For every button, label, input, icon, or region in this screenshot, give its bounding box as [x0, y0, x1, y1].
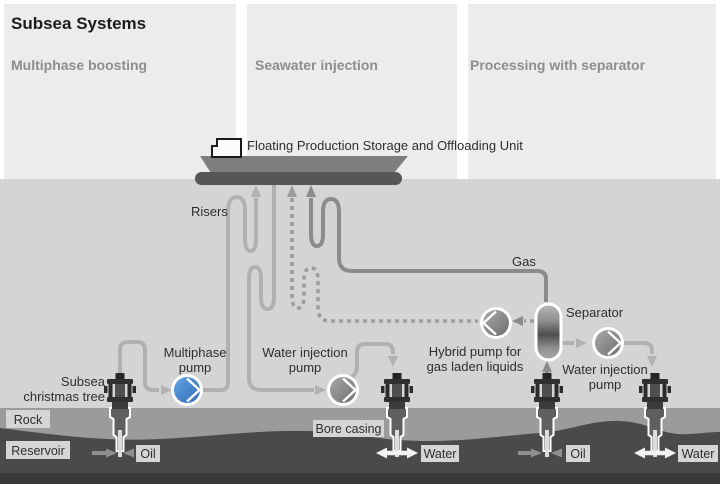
pump-impeller-icon — [186, 377, 202, 403]
water-injection-pump-right — [592, 327, 624, 359]
water-label-right: Water — [678, 445, 718, 462]
water-outflow-tree4 — [634, 447, 676, 459]
water-label-text: Water — [682, 447, 715, 461]
oil-label-left: Oil — [136, 445, 160, 462]
well-flow-arrows — [92, 447, 676, 459]
separator-vessel — [534, 302, 563, 362]
multiphase-pump-label-line1: Multiphase — [164, 345, 227, 360]
arrow-riser-gas-up — [306, 185, 316, 197]
gas-label: Gas — [512, 254, 536, 269]
section-multiphase-boosting: Multiphase boosting — [11, 57, 147, 73]
basement-layer — [0, 473, 720, 484]
panel-seawater-injection — [247, 4, 457, 179]
arrow-into-tree2 — [388, 356, 398, 367]
pump-body — [595, 330, 621, 356]
reservoir-label: Reservoir — [6, 441, 70, 459]
arrow-into-water-injection-pump-right — [576, 338, 587, 348]
arrow-into-separator — [542, 361, 552, 372]
chip-labels: Rock Reservoir Bore casing Oil Water Oil… — [6, 410, 718, 462]
hybrid-pump — [480, 307, 512, 339]
pipe-pump-to-tree4 — [621, 341, 654, 354]
pump-impeller-icon — [481, 310, 497, 336]
pump-body — [483, 310, 509, 336]
separator-label: Separator — [566, 305, 624, 320]
oil-inflow-tree1 — [92, 448, 134, 458]
arrow-riser-production-up — [251, 185, 261, 197]
ship-keel — [195, 172, 402, 185]
riser-gas — [309, 197, 548, 302]
subsea-tree-label-line2: christmas tree — [23, 389, 105, 404]
pipe-tree1-to-multiphase-pump — [118, 340, 159, 392]
section-seawater-injection: Seawater injection — [255, 57, 378, 73]
water-injection-pump-left-label-line2: pump — [289, 360, 322, 375]
hybrid-pump-label-line1: Hybrid pump for — [429, 344, 522, 359]
page-title: Subsea Systems — [11, 14, 146, 33]
oil-inflow-tree3 — [518, 448, 562, 458]
bore-casing-label: Bore casing — [313, 420, 384, 437]
riser-production — [203, 195, 258, 392]
water-injection-pump-left — [327, 374, 359, 406]
arrow-riser-dashed-up — [287, 185, 297, 197]
multiphase-pump — [171, 374, 203, 406]
ship-hull — [200, 156, 408, 173]
arrow-into-water-injection-pump-left — [315, 385, 326, 395]
oil-label-right: Oil — [566, 445, 590, 462]
pump-impeller-icon — [607, 330, 623, 356]
water-injection-pump-right-label-line2: pump — [589, 377, 622, 392]
multiphase-pump-label-line2: pump — [179, 360, 212, 375]
arrow-into-tree4 — [647, 356, 657, 367]
panel-multiphase-boosting — [4, 4, 236, 179]
water-label-text: Water — [424, 447, 457, 461]
pump-impeller-icon — [342, 377, 358, 403]
pump-body — [330, 377, 356, 403]
water-label-left: Water — [421, 445, 459, 462]
section-processing-with-separator: Processing with separator — [470, 57, 646, 73]
riser-gas-laden-liquid-dashed — [290, 198, 478, 323]
reservoir-label-text: Reservoir — [11, 444, 65, 458]
risers-label: Risers — [191, 204, 228, 219]
rock-label-text: Rock — [14, 413, 43, 427]
oil-label-text: Oil — [570, 447, 585, 461]
water-injection-pump-left-label-line1: Water injection — [262, 345, 348, 360]
riser-seawater-injection — [247, 184, 314, 392]
bore-casing-label-text: Bore casing — [315, 422, 381, 436]
text-labels: Subsea Systems Multiphase boosting Seawa… — [11, 14, 648, 404]
reservoir-layer — [0, 420, 720, 484]
oil-label-text: Oil — [140, 447, 155, 461]
hybrid-pump-label-line2: gas laden liquids — [427, 359, 524, 374]
pump-body — [174, 377, 200, 403]
fpso-ship — [195, 138, 408, 185]
pipe-pump-to-tree2 — [348, 342, 395, 381]
subsea-tree-label-line1: Subsea — [61, 374, 106, 389]
ship-superstructure — [211, 138, 242, 158]
arrow-into-hybrid-pump — [512, 316, 523, 326]
pipes-and-risers — [118, 184, 657, 395]
arrow-into-multiphase-pump — [161, 385, 172, 395]
fpso-label: Floating Production Storage and Offloadi… — [247, 138, 523, 153]
water-injection-pump-right-label-line1: Water injection — [562, 362, 648, 377]
water-outflow-tree2 — [376, 447, 418, 459]
panel-processing-separator — [468, 4, 716, 179]
rock-label: Rock — [6, 410, 50, 428]
